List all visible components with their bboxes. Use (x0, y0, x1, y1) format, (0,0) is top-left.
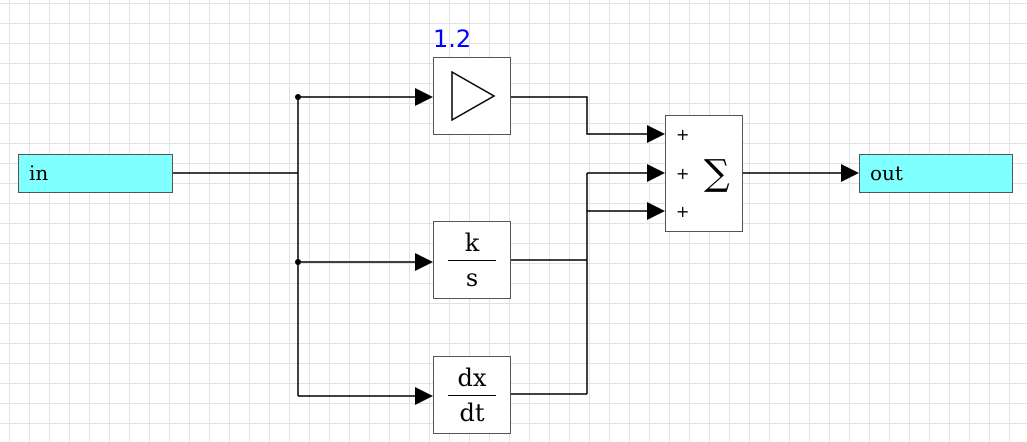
junction-dot (295, 94, 301, 100)
input-port[interactable]: in (18, 154, 173, 193)
derivative-block[interactable]: dx dt (433, 356, 511, 434)
gain-value-label: 1.2 (433, 25, 472, 53)
integrator-transfer-function: k s (434, 222, 510, 298)
triangle-gain-icon (451, 70, 496, 122)
sum-input-sign: + (676, 202, 690, 221)
arrowhead (415, 88, 433, 106)
arrowhead (647, 125, 665, 143)
integrator-block[interactable]: k s (433, 221, 511, 299)
input-port-label: in (29, 161, 49, 185)
gain-block[interactable] (433, 57, 511, 135)
wire-gain-to-sum (511, 96, 650, 135)
output-port-label: out (870, 161, 903, 185)
derivative-transfer-function: dx dt (434, 357, 510, 433)
sum-input-sign: + (676, 164, 690, 183)
derivative-numerator: dx (457, 364, 487, 392)
sum-input-sign: + (676, 125, 690, 144)
arrowhead (415, 253, 433, 271)
integrator-numerator: k (464, 229, 480, 257)
arrowhead (415, 387, 433, 405)
arrowhead (647, 202, 665, 220)
sigma-icon: ∑ (704, 153, 730, 194)
junction-dot (295, 259, 301, 265)
output-port[interactable]: out (859, 154, 1013, 193)
fraction-bar (448, 395, 496, 396)
derivative-denominator: dt (459, 399, 485, 427)
arrowhead (841, 164, 859, 182)
fraction-bar (448, 260, 496, 261)
sum-block[interactable]: + + + ∑ (665, 115, 743, 232)
arrowhead (647, 164, 665, 182)
integrator-denominator: s (465, 264, 479, 292)
